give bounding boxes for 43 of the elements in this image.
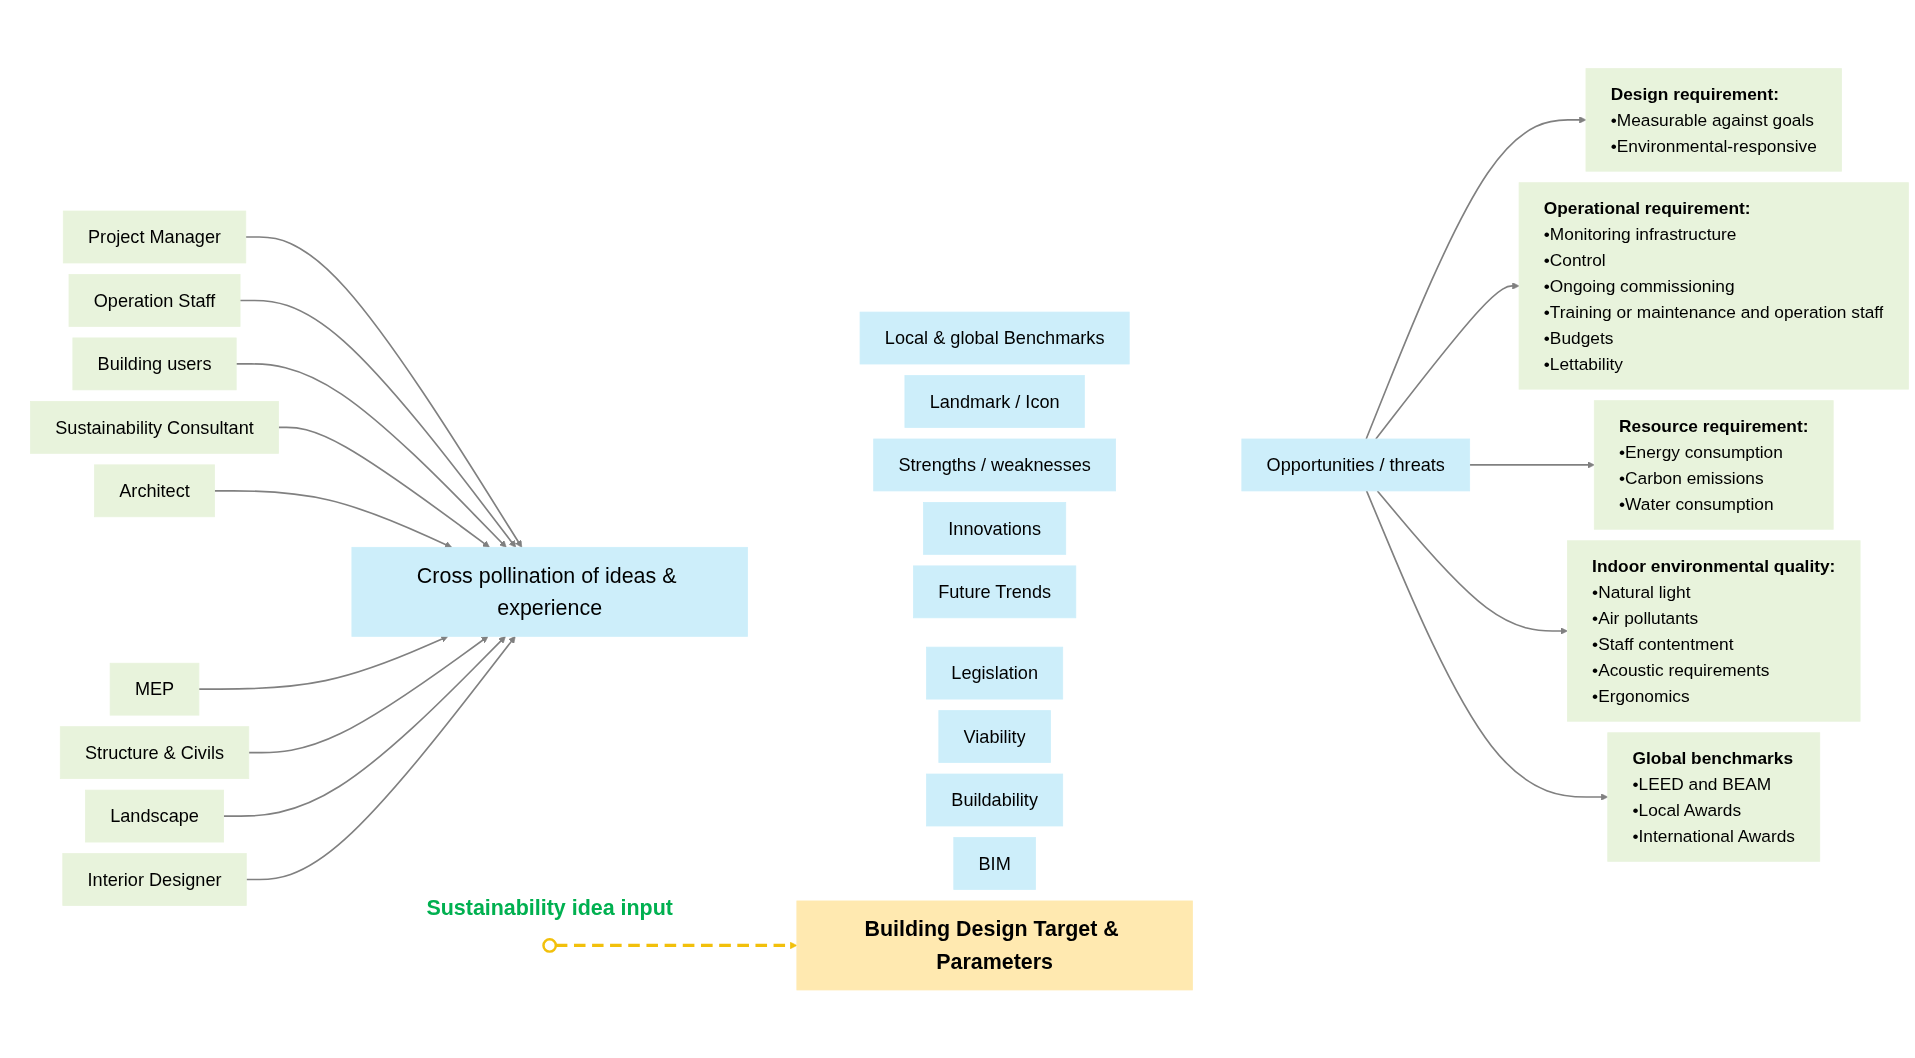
arrow [277,426,490,548]
node-circle [542,937,558,953]
node-box: Cross pollination of ideas & experience [351,546,748,637]
arrow [247,635,489,754]
node-box: MEP [109,662,200,716]
arrow [555,941,798,949]
node-box: Operational requirement: •Monitoring infrastructure •Control •Ongoing commissioning •Training or maintenance and operation staff •Budgets •Lettability [1518,182,1909,390]
arrow [244,235,523,548]
arrow [239,299,516,548]
node-box: Future Trends [913,565,1077,618]
node-box: Global benchmarks •LEED and BEAM •Local Awards •International Awards [1607,732,1821,862]
node-box: Landmark / Icon [904,374,1085,428]
arrow [1376,489,1568,635]
arrow [1365,489,1609,801]
node-box: Operation Staff [68,273,241,327]
arrow [213,489,452,548]
arrow [1468,461,1595,469]
node-box: Local & global Benchmarks [859,311,1130,365]
node-box: Design requirement: •Measurable against goals •Environmental-responsive [1585,67,1842,172]
node-box: Building users [72,337,237,390]
node-label: Sustainability idea input [426,894,673,920]
node-box: Architect [94,464,215,517]
node-box: BIM [953,836,1036,890]
node-box: Sustainability Consultant [30,400,279,454]
node-box: Resource requirement: •Energy consumption •Carbon emissions •Water consumption [1593,399,1834,530]
arrow [198,635,449,690]
node-box: Structure & Civils [59,726,250,779]
node-box: Project Manager [62,210,247,264]
node-box: Indoor environmental quality: •Natural light •Air pollutants •Staff contentment •Acoustic requirements •Ergonomics [1567,540,1861,722]
node-box: Viability [938,709,1051,763]
arrow [222,635,506,817]
node-box: Building Design Target & Parameters [796,900,1193,991]
node-box: Opportunities / threats [1241,438,1471,492]
arrow [245,635,516,881]
node-box: Buildability [926,773,1064,827]
arrow [1365,116,1587,440]
node-box: Landscape [85,789,224,843]
node-box: Legislation [926,646,1064,700]
arrow [1375,282,1520,440]
arrow [235,362,507,548]
node-box: Interior Designer [62,852,247,906]
node-box: Strengths / weaknesses [873,438,1116,492]
node-box: Innovations [923,501,1067,555]
